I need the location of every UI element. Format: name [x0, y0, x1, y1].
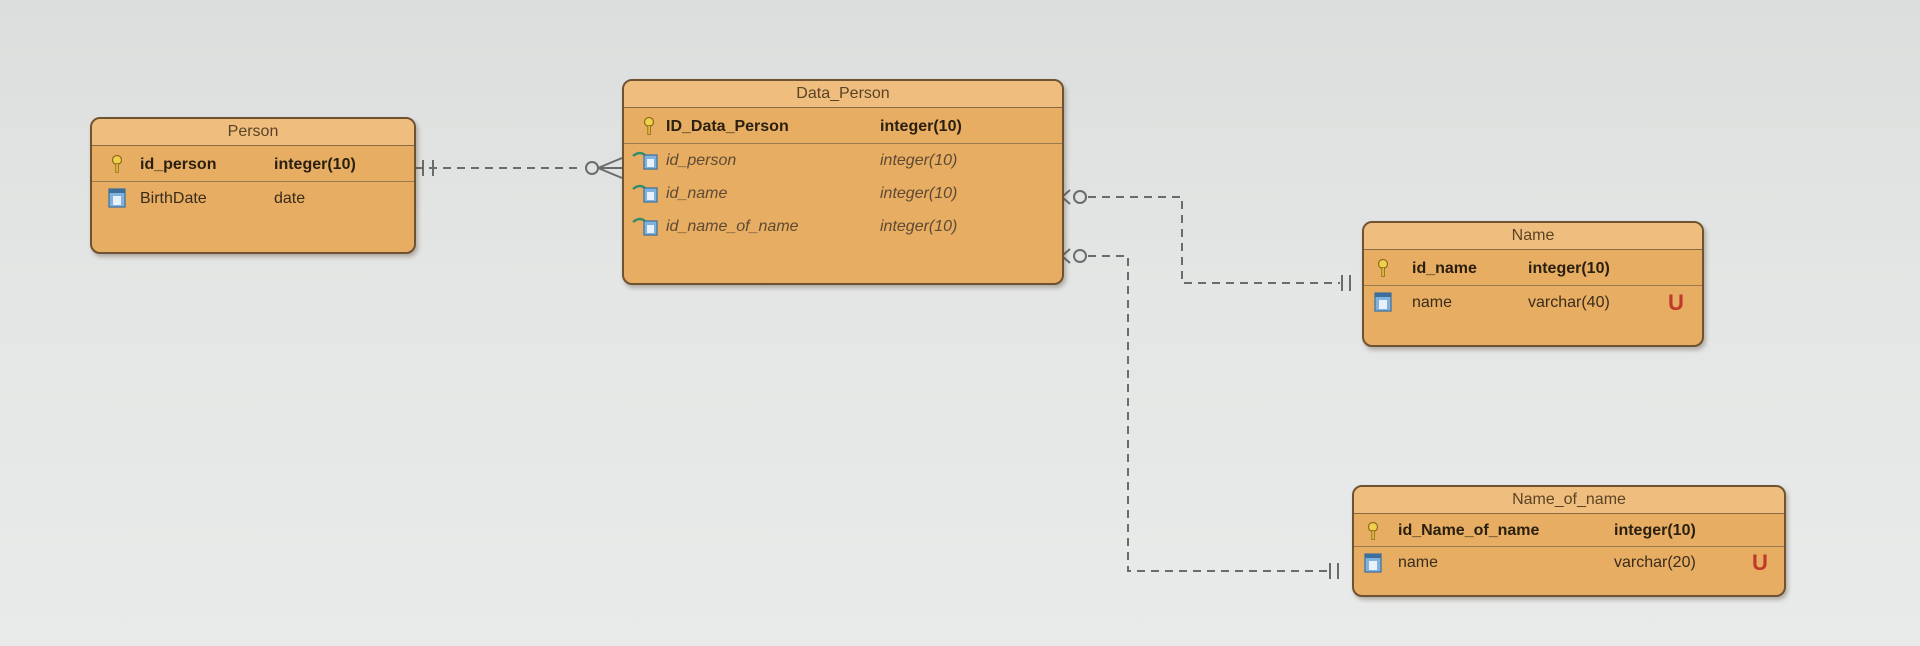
unique-constraint-badge: U: [1668, 290, 1684, 315]
column-name: name: [1412, 294, 1453, 311]
key-icon: [1367, 521, 1379, 540]
key-icon: [111, 154, 123, 173]
entity-data-person[interactable]: Data_Person ID_Data_Person integer(10) i…: [622, 79, 1064, 285]
entity-row[interactable]: id_name integer(10): [624, 177, 1062, 210]
entity-name-of-name[interactable]: Name_of_name id_Name_of_name integer(10)…: [1352, 485, 1786, 597]
column-type: integer(10): [880, 218, 958, 235]
column-type: date: [274, 190, 306, 207]
column-name: name: [1398, 554, 1439, 571]
column-name: id_name_of_name: [666, 218, 799, 235]
column-icon: [1374, 292, 1392, 312]
entity-row[interactable]: id_name integer(10): [1364, 252, 1702, 286]
column-name: BirthDate: [140, 190, 207, 207]
foreign-key-icon: [632, 217, 658, 236]
column-name: id_name: [666, 185, 728, 202]
column-name: id_person: [666, 152, 737, 169]
key-icon: [1377, 258, 1389, 277]
column-type: integer(10): [274, 156, 356, 173]
column-icon: [108, 188, 126, 208]
foreign-key-icon: [632, 184, 658, 203]
entity-row[interactable]: name varchar(40) U: [1364, 286, 1702, 319]
entity-row[interactable]: id_name_of_name integer(10): [624, 210, 1062, 243]
column-name: id_person: [140, 156, 217, 173]
entity-row[interactable]: ID_Data_Person integer(10): [624, 110, 1062, 144]
entity-title: Name: [1364, 223, 1702, 250]
column-type: integer(10): [880, 118, 962, 135]
entity-title: Person: [92, 119, 414, 146]
entity-title: Data_Person: [624, 81, 1062, 108]
entity-row[interactable]: id_person integer(10): [92, 148, 414, 182]
entity-row[interactable]: id_Name_of_name integer(10): [1354, 516, 1784, 547]
relationship-data-person-name-of-name[interactable]: [1061, 248, 1339, 579]
foreign-key-icon: [632, 151, 658, 170]
column-type: integer(10): [1614, 522, 1696, 539]
entity-title: Name_of_name: [1354, 487, 1784, 514]
column-name: id_name: [1412, 260, 1477, 277]
column-icon: [1364, 553, 1382, 573]
column-type: varchar(20): [1614, 554, 1696, 571]
column-type: integer(10): [880, 185, 958, 202]
entity-person[interactable]: Person id_person integer(10) BirthDate d…: [90, 117, 416, 254]
relationship-person-data-person[interactable]: [415, 157, 623, 179]
relationship-data-person-name[interactable]: [1061, 189, 1351, 291]
column-name: id_Name_of_name: [1398, 522, 1540, 539]
column-type: integer(10): [880, 152, 958, 169]
entity-row[interactable]: name varchar(20) U: [1354, 547, 1784, 579]
column-type: varchar(40): [1528, 294, 1610, 311]
entity-name[interactable]: Name id_name integer(10) name varchar(40…: [1362, 221, 1704, 347]
entity-row[interactable]: id_person integer(10): [624, 144, 1062, 177]
key-icon: [643, 116, 655, 135]
column-type: integer(10): [1528, 260, 1610, 277]
column-name: ID_Data_Person: [666, 118, 789, 135]
unique-constraint-badge: U: [1752, 550, 1768, 575]
entity-row[interactable]: BirthDate date: [92, 182, 414, 215]
